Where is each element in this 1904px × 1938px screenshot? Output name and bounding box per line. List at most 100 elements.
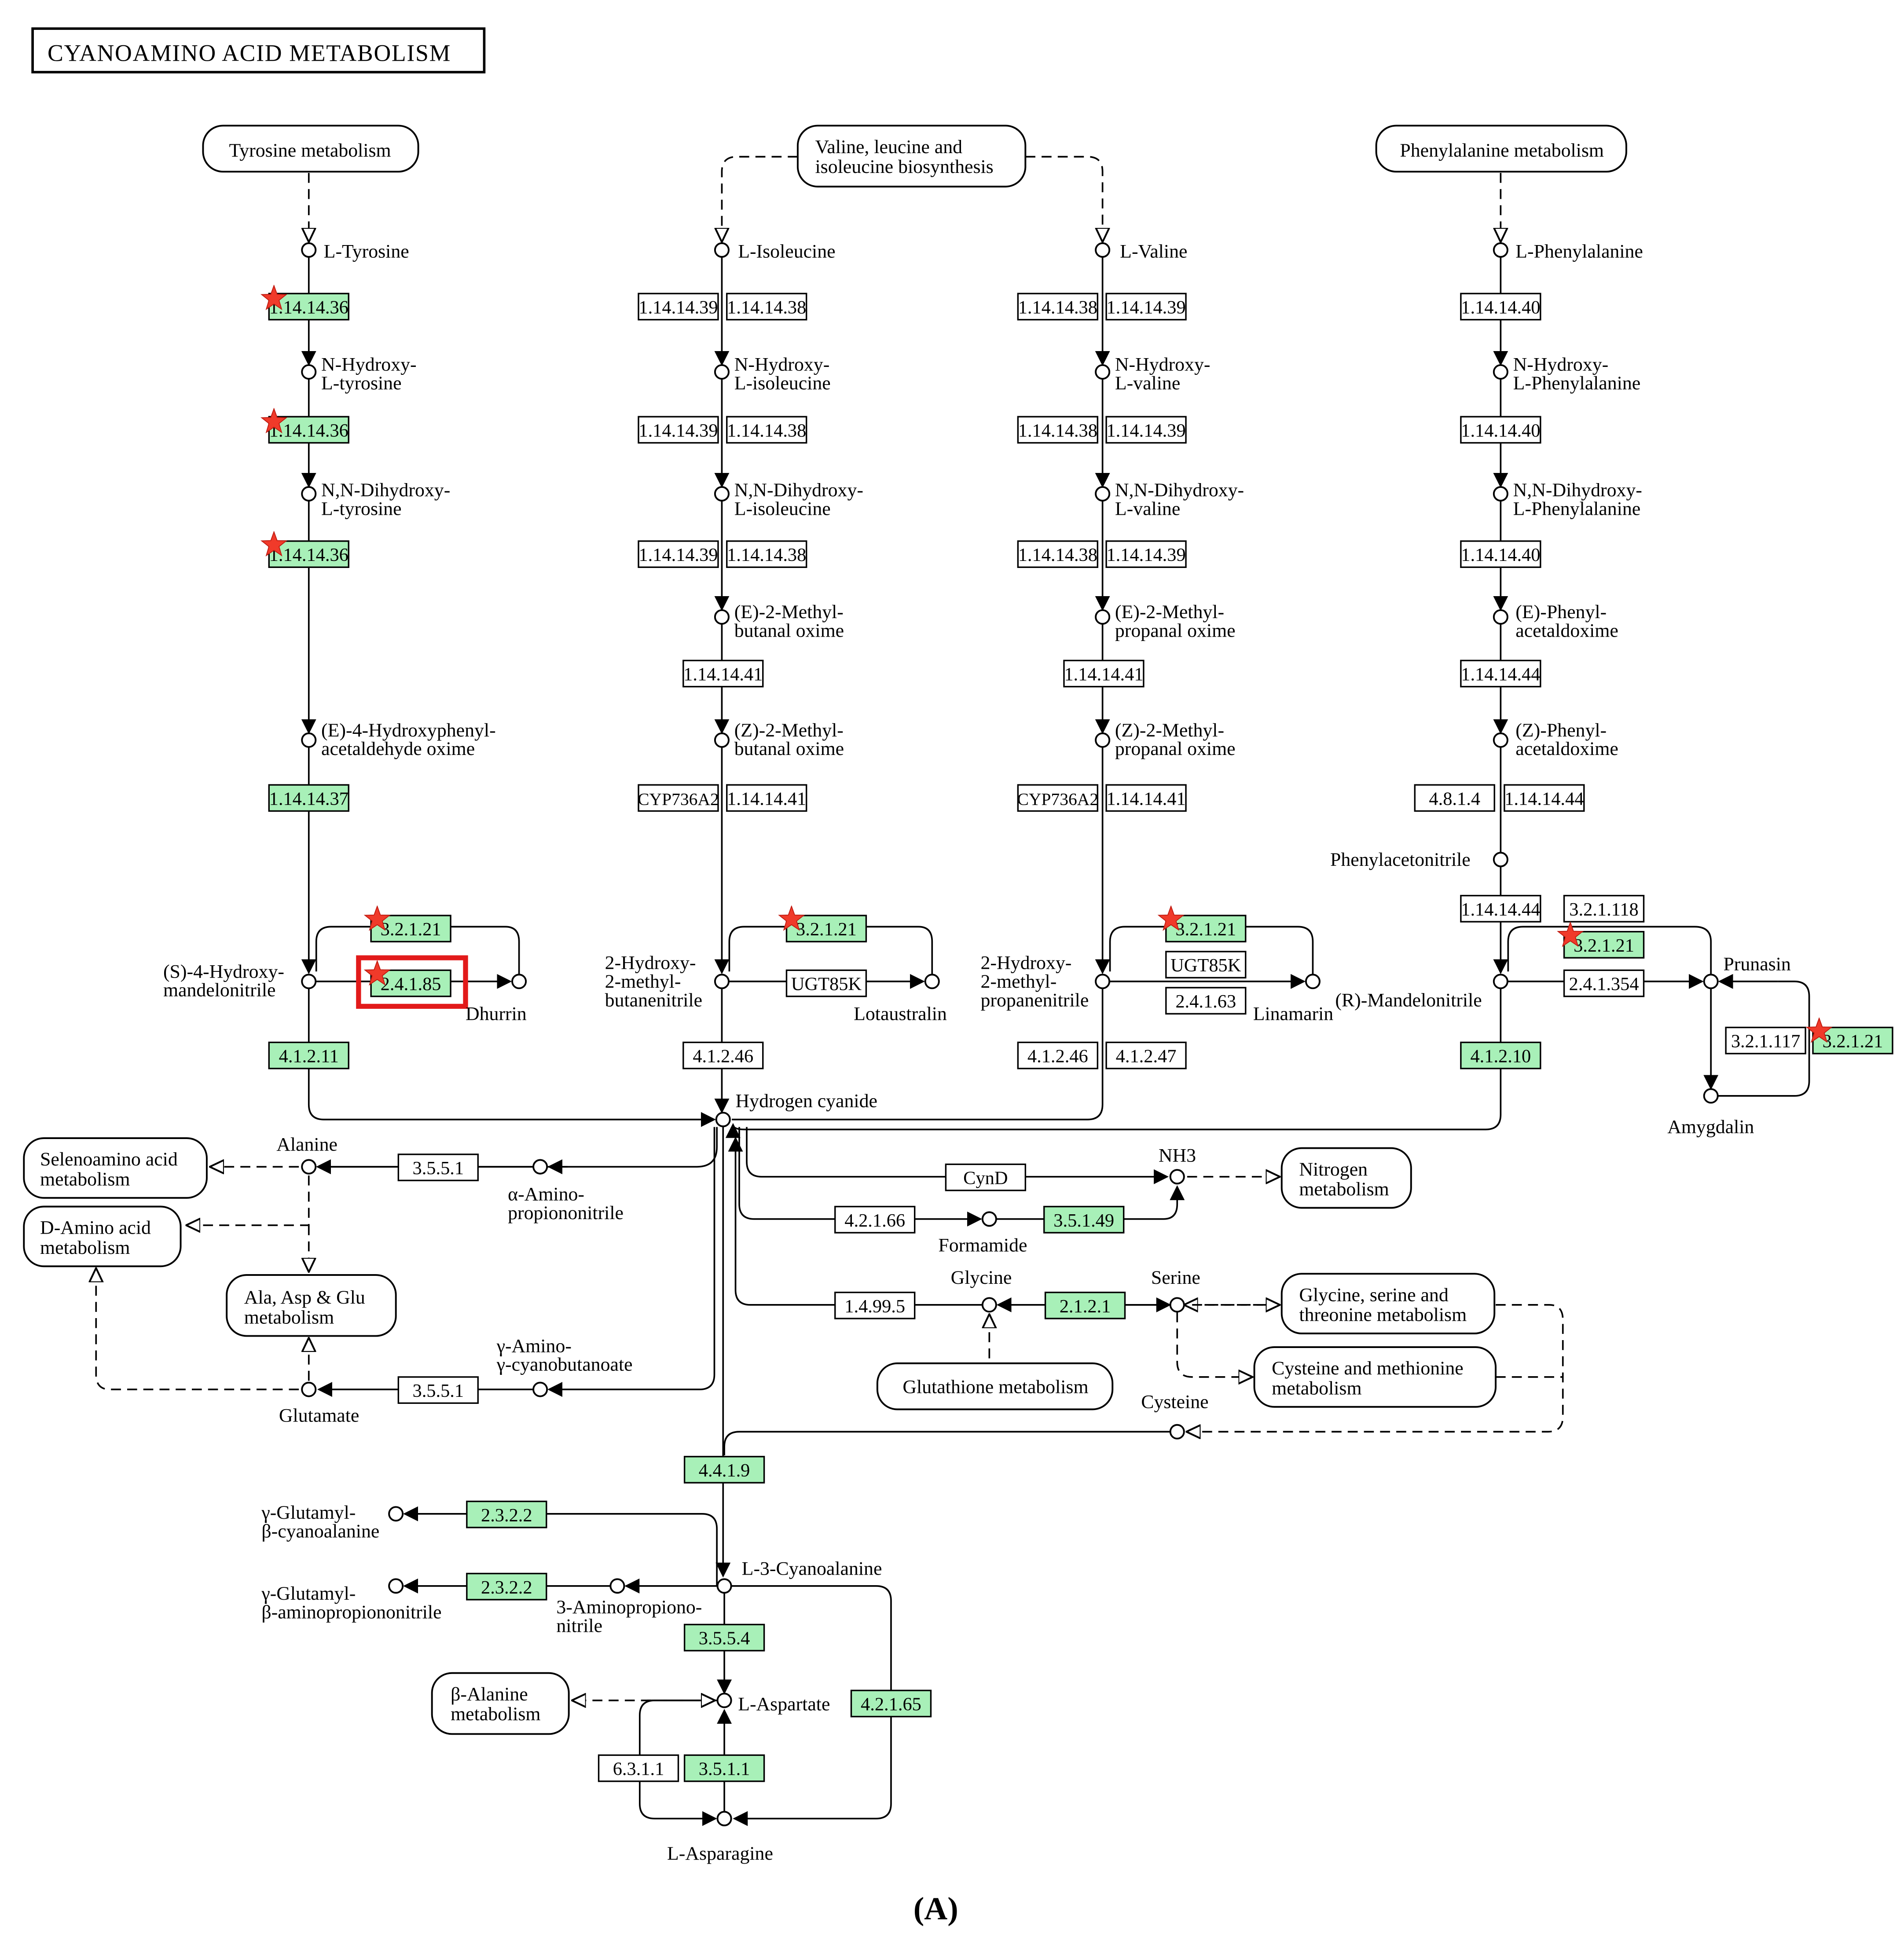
enzyme-box[interactable]: CynD: [945, 1163, 1027, 1191]
compound-node[interactable]: [1169, 1297, 1185, 1313]
enzyme-box[interactable]: 2.3.2.2: [466, 1572, 547, 1601]
enzyme-box[interactable]: 1.14.14.38: [726, 540, 807, 568]
enzyme-box[interactable]: 2.4.1.63: [1165, 987, 1247, 1015]
enzyme-box[interactable]: 3.5.5.4: [683, 1623, 765, 1652]
enzyme-box[interactable]: 4.1.2.46: [682, 1041, 764, 1070]
enzyme-box[interactable]: UGT85K: [785, 969, 867, 997]
enzyme-box[interactable]: 3.2.1.21: [1165, 915, 1247, 942]
compound-node[interactable]: [388, 1578, 404, 1594]
enzyme-box[interactable]: 1.14.14.36: [268, 416, 349, 444]
enzyme-box[interactable]: 1.14.14.39: [638, 416, 719, 444]
enzyme-box[interactable]: 4.2.1.66: [834, 1205, 916, 1234]
enzyme-box[interactable]: 1.4.99.5: [834, 1291, 916, 1319]
compound-node[interactable]: [714, 609, 730, 625]
enzyme-box[interactable]: 4.8.1.4: [1414, 784, 1495, 812]
compound-node[interactable]: [1493, 609, 1508, 625]
compound-node[interactable]: [532, 1159, 548, 1175]
enzyme-box[interactable]: 3.5.1.49: [1043, 1205, 1125, 1234]
enzyme-box[interactable]: 1.14.14.39: [1105, 293, 1187, 321]
enzyme-box[interactable]: CYP736A2: [1017, 784, 1098, 812]
enzyme-box[interactable]: 1.14.14.36: [268, 540, 349, 568]
compound-node[interactable]: [1095, 974, 1111, 989]
compound-node[interactable]: [1095, 486, 1111, 502]
compound-node[interactable]: [715, 1112, 731, 1128]
enzyme-box[interactable]: 3.5.5.1: [397, 1154, 479, 1181]
compound-node[interactable]: [1095, 732, 1111, 748]
enzyme-box[interactable]: 1.14.14.39: [1105, 416, 1187, 444]
enzyme-box[interactable]: 4.1.2.46: [1017, 1041, 1098, 1070]
pathway-map-glutathione[interactable]: Glutathione metabolism: [876, 1362, 1114, 1410]
enzyme-box[interactable]: 4.1.2.11: [268, 1041, 349, 1070]
enzyme-box[interactable]: 1.14.14.41: [1105, 784, 1187, 812]
compound-node[interactable]: [1493, 242, 1508, 258]
enzyme-box[interactable]: 4.4.1.9: [683, 1456, 765, 1484]
enzyme-box[interactable]: 3.2.1.117: [1725, 1026, 1806, 1055]
enzyme-box[interactable]: 1.14.14.39: [638, 540, 719, 568]
compound-node[interactable]: [716, 1693, 732, 1708]
enzyme-box[interactable]: 4.1.2.10: [1460, 1041, 1541, 1070]
compound-node[interactable]: [1095, 609, 1111, 625]
pathway-map-phenylalanine[interactable]: Phenylalanine metabolism: [1375, 125, 1627, 173]
compound-node[interactable]: [1493, 486, 1508, 502]
enzyme-box[interactable]: 1.14.14.38: [1017, 416, 1098, 444]
compound-node[interactable]: [511, 974, 527, 989]
compound-node[interactable]: [1493, 974, 1508, 989]
enzyme-box[interactable]: 2.3.2.2: [466, 1500, 547, 1528]
compound-node[interactable]: [532, 1381, 548, 1397]
compound-node[interactable]: [714, 486, 730, 502]
enzyme-box[interactable]: 2.4.1.354: [1563, 969, 1645, 997]
compound-node[interactable]: [301, 364, 317, 380]
compound-node[interactable]: [716, 1578, 732, 1594]
enzyme-box[interactable]: 4.2.1.65: [850, 1689, 932, 1718]
compound-node[interactable]: [716, 1811, 732, 1827]
pathway-map-nitrogen[interactable]: Nitrogen metabolism: [1280, 1147, 1412, 1209]
compound-node[interactable]: [714, 364, 730, 380]
pathway-map-valine-leucine-isoleucine[interactable]: Valine, leucine and isoleucine biosynthe…: [796, 125, 1027, 188]
compound-node[interactable]: [1703, 974, 1719, 989]
compound-node[interactable]: [301, 242, 317, 258]
pathway-map-beta-alanine[interactable]: β-Alanine metabolism: [431, 1672, 570, 1735]
compound-node[interactable]: [301, 486, 317, 502]
enzyme-box[interactable]: 1.14.14.40: [1460, 416, 1541, 444]
enzyme-box[interactable]: 1.14.14.44: [1460, 659, 1541, 688]
compound-node[interactable]: [981, 1211, 997, 1227]
enzyme-box[interactable]: 1.14.14.40: [1460, 540, 1541, 568]
enzyme-box[interactable]: 1.14.14.44: [1460, 894, 1541, 923]
enzyme-box[interactable]: 1.14.14.40: [1460, 293, 1541, 321]
compound-node[interactable]: [301, 1381, 317, 1397]
enzyme-box[interactable]: 1.14.14.38: [726, 416, 807, 444]
enzyme-box[interactable]: 3.2.1.118: [1563, 894, 1645, 923]
compound-node[interactable]: [301, 1159, 317, 1175]
compound-node[interactable]: [388, 1506, 404, 1522]
enzyme-box[interactable]: 1.14.14.41: [726, 784, 807, 812]
compound-node[interactable]: [1305, 974, 1321, 989]
compound-node[interactable]: [981, 1297, 997, 1313]
compound-node[interactable]: [609, 1578, 625, 1594]
enzyme-box[interactable]: 3.5.5.1: [397, 1376, 479, 1404]
enzyme-box[interactable]: 1.14.14.37: [268, 784, 349, 812]
compound-node[interactable]: [1703, 1088, 1719, 1104]
compound-node[interactable]: [1493, 732, 1508, 748]
enzyme-box[interactable]: 1.14.14.38: [726, 293, 807, 321]
pathway-map-cysteine-methionine[interactable]: Cysteine and methionine metabolism: [1253, 1346, 1497, 1408]
enzyme-box[interactable]: 3.5.1.1: [683, 1754, 765, 1782]
enzyme-box[interactable]: 1.14.14.44: [1504, 784, 1585, 812]
enzyme-box[interactable]: CYP736A2: [638, 784, 719, 812]
pathway-map-selenoamino-acid[interactable]: Selenoamino acid metabolism: [23, 1137, 208, 1199]
enzyme-box[interactable]: UGT85K: [1165, 951, 1247, 978]
compound-node[interactable]: [301, 974, 317, 989]
enzyme-box[interactable]: 1.14.14.39: [1105, 540, 1187, 568]
pathway-map-tyrosine[interactable]: Tyrosine metabolism: [202, 125, 419, 173]
enzyme-box[interactable]: 1.14.14.39: [638, 293, 719, 321]
compound-node[interactable]: [1169, 1424, 1185, 1440]
enzyme-box[interactable]: 1.14.14.41: [682, 659, 764, 688]
enzyme-box[interactable]: 1.14.14.41: [1063, 659, 1145, 688]
enzyme-box[interactable]: 6.3.1.1: [598, 1754, 679, 1782]
compound-node[interactable]: [714, 974, 730, 989]
pathway-map-glycine-serine-threonine[interactable]: Glycine, serine and threonine metabolism: [1280, 1273, 1496, 1334]
pathway-map-d-amino-acid[interactable]: D-Amino acid metabolism: [23, 1205, 182, 1268]
enzyme-box[interactable]: 1.14.14.38: [1017, 540, 1098, 568]
pathway-map-ala-asp-glu[interactable]: Ala, Asp & Glu metabolism: [226, 1274, 397, 1337]
compound-node[interactable]: [1169, 1169, 1185, 1185]
enzyme-box[interactable]: 2.1.2.1: [1044, 1291, 1126, 1319]
